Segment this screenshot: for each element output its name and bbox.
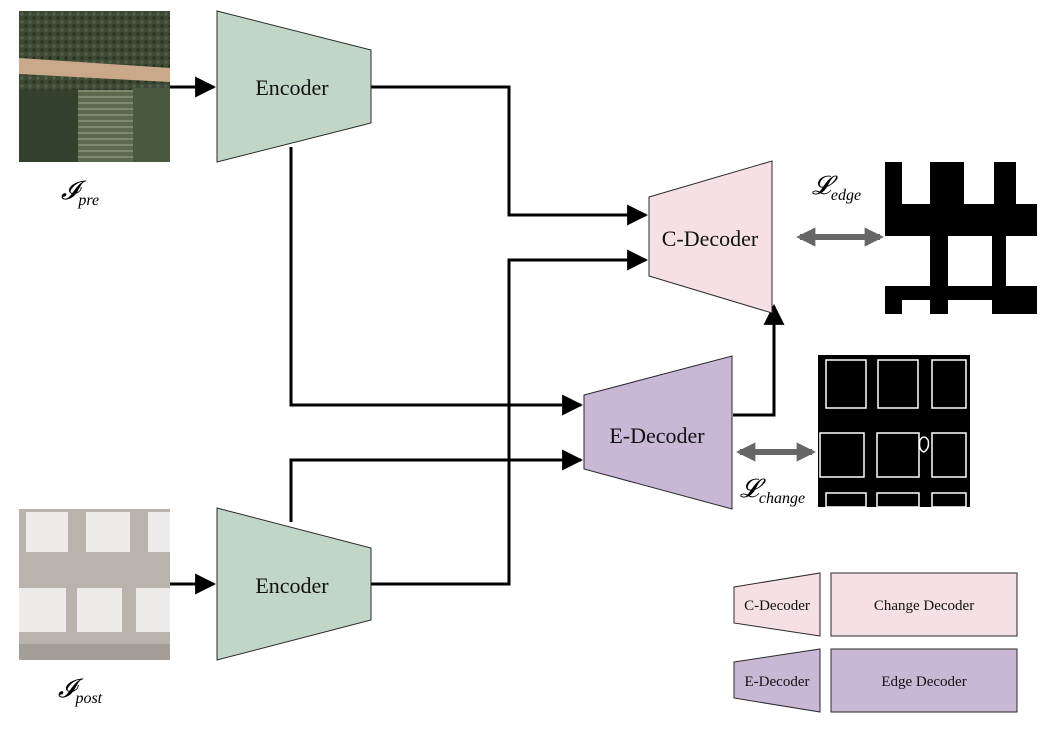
arrow-e-decoder-to-c-decoder <box>733 303 785 417</box>
legend-e-decoder: E-Decoder Edge Decoder <box>733 648 1018 713</box>
change-map-image <box>885 162 1037 314</box>
e-decoder-label: E-Decoder <box>609 423 705 448</box>
legend-c-decoder: C-Decoder Change Decoder <box>733 572 1018 637</box>
encoder-bottom-block: Encoder <box>216 507 372 661</box>
edge-loss-label: 𝓛edge <box>812 171 861 204</box>
legend-e-decoder-full: Edge Decoder <box>881 674 966 690</box>
pre-image <box>19 11 170 162</box>
arrow-encoder-bottom-to-c-decoder <box>371 249 649 586</box>
c-decoder-label: C-Decoder <box>662 226 759 251</box>
post-label: 𝓘post <box>58 674 103 707</box>
c-decoder-block: C-Decoder <box>648 160 773 314</box>
post-image <box>19 509 170 660</box>
change-loss-label: 𝓛change <box>740 474 805 507</box>
e-decoder-block: E-Decoder <box>583 355 733 510</box>
legend-c-decoder-short: C-Decoder <box>744 598 810 614</box>
legend-e-decoder-short: E-Decoder <box>745 674 810 690</box>
encoder-bottom-label: Encoder <box>255 573 329 598</box>
encoder-top-block: Encoder <box>216 10 372 163</box>
encoder-top-label: Encoder <box>255 75 329 100</box>
pre-label: 𝓘pre <box>61 176 99 209</box>
connections <box>170 76 785 595</box>
legend: C-Decoder Change Decoder E-Decoder Edge … <box>733 572 1018 713</box>
edge-map-image <box>818 355 970 508</box>
arrow-encoder-top-to-c-decoder <box>371 85 649 226</box>
arrow-encoder-bottom-to-e-decoder <box>289 449 584 522</box>
legend-c-decoder-full: Change Decoder <box>874 598 974 614</box>
arrow-encoder-top-to-e-decoder <box>289 147 584 416</box>
